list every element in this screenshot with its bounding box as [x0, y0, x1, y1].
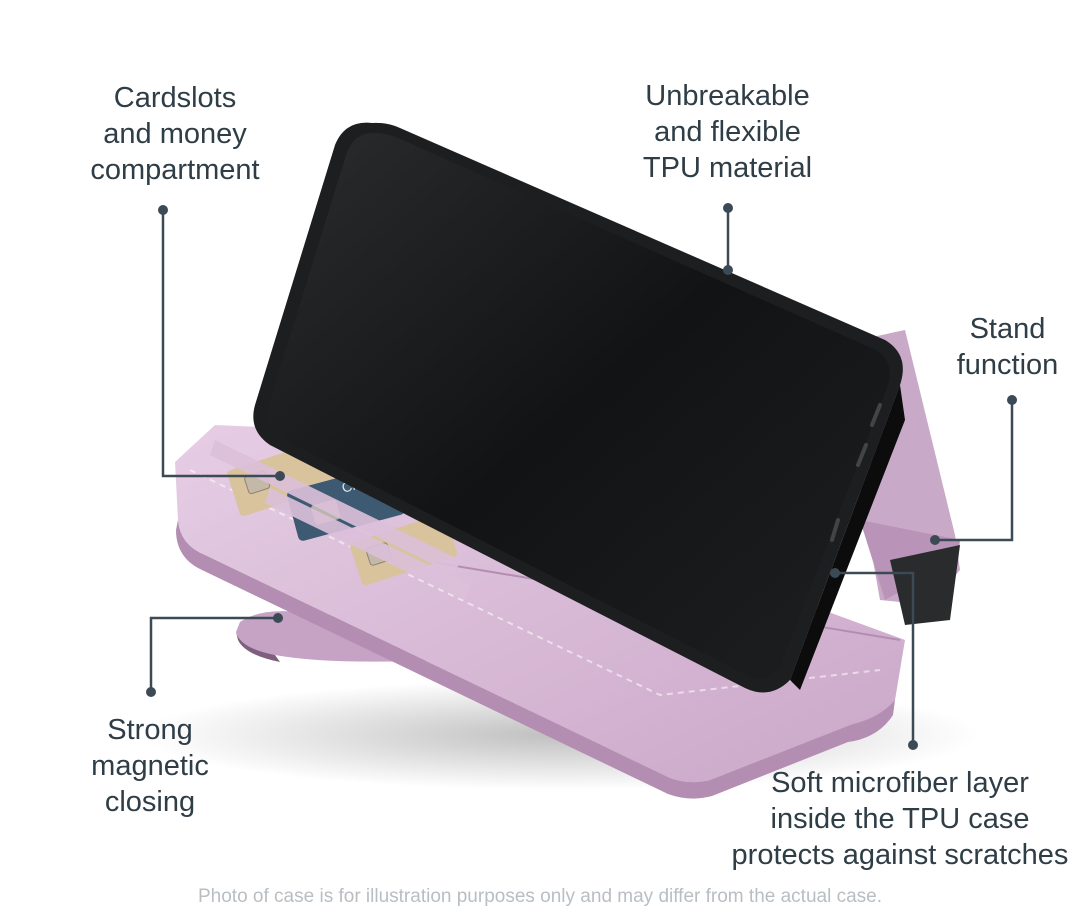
callout-microfiber: Soft microfiber layer inside the TPU cas… — [720, 765, 1080, 873]
callout-cardslots: Cardslots and money compartment — [60, 80, 290, 188]
callout-stand-line-1: Stand — [969, 313, 1046, 345]
callout-magnetic-line-3: closing — [104, 786, 196, 818]
callout-microfiber-line-3: protects against scratches — [731, 839, 1069, 871]
callout-lines — [149, 208, 1014, 745]
phone-screen — [266, 132, 890, 679]
callout-microfiber-line-2: inside the TPU case — [770, 803, 1030, 835]
callout-cardslots-line-2: and money — [103, 118, 247, 150]
callout-line-magnetic — [149, 616, 278, 692]
callout-tpu: Unbreakable and flexible TPU material — [610, 78, 845, 186]
callout-magnetic: Strong magnetic closing — [60, 712, 240, 820]
callout-tpu-line-2: and flexible — [654, 116, 801, 148]
callout-line-cardslots — [161, 210, 280, 478]
callout-magnetic-line-2: magnetic — [91, 750, 209, 782]
callout-microfiber-line-1: Soft microfiber layer — [771, 767, 1029, 799]
callout-tpu-line-1: Unbreakable — [645, 80, 810, 112]
callout-stand-line-2: function — [956, 349, 1059, 381]
phone — [253, 122, 905, 693]
callout-tpu-line-3: TPU material — [642, 152, 813, 184]
callout-stand: Stand function — [935, 311, 1080, 383]
callout-magnetic-line-1: Strong — [107, 714, 193, 746]
disclaimer-text: Photo of case is for illustration purpos… — [198, 886, 882, 907]
callout-line-stand — [935, 400, 1014, 542]
callout-dots — [146, 203, 1017, 750]
callout-cardslots-line-3: compartment — [90, 154, 260, 186]
callout-line-microfiber — [835, 571, 915, 745]
callout-cardslots-line-1: Cardslots — [113, 82, 237, 114]
